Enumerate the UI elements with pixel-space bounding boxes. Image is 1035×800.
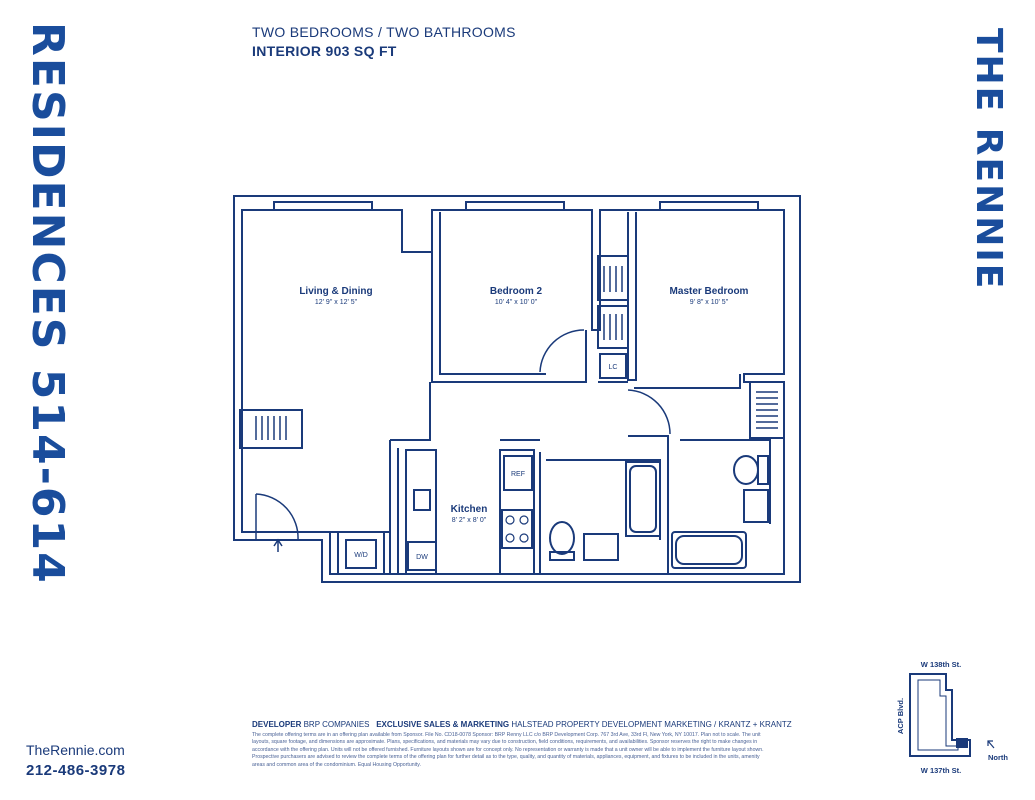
bathtub [625,461,661,537]
building-footprint [909,673,971,757]
kitchen-counter [499,449,535,575]
sink [743,489,769,523]
key-map: W 138th St. W 137th St. ACP Blvd. North [896,660,1008,775]
credits-line: DEVELOPER BRP COMPANIES EXCLUSIVE SALES … [252,720,792,729]
toilet [549,521,575,555]
bedroom2-wall [431,212,587,383]
entry-arrow [273,538,283,552]
master-bedroom-dims: 9' 8" x 10' 5" [690,299,729,306]
bed-bath-summary: TWO BEDROOMS / TWO BATHROOMS [252,24,516,40]
sales-label: EXCLUSIVE SALES & MARKETING [376,720,510,729]
master-door [627,389,671,435]
closet [597,305,629,349]
window [273,201,373,211]
closet-shelving [255,266,778,440]
washer-dryer-label: W/D [354,552,368,559]
unit-location-marker [956,738,968,748]
living-room-dims: 12' 9" x 12' 5" [315,299,358,306]
closet [597,255,629,301]
north-label: North [988,753,1008,762]
living-room-label: Living & Dining [299,286,372,297]
stove-burners [505,515,529,543]
legal-disclaimer: The complete offering terms are in an of… [252,732,764,768]
developer-name: BRP COMPANIES [303,720,370,729]
west-street-label: ACP Blvd. [896,698,905,734]
bedroom2-dims: 10' 4" x 10' 0" [495,299,538,306]
developer-label: DEVELOPER [252,720,302,729]
range [501,509,533,549]
north-arrow-icon [987,740,995,749]
bathtub [671,531,747,569]
bedroom2-door [539,329,585,373]
refrigerator-label: REF [511,471,525,478]
website-link[interactable]: TheRennie.com [26,742,125,758]
master-closet [749,381,785,439]
kitchen-label: Kitchen [451,504,488,515]
window [659,201,759,211]
sales-name: HALSTEAD PROPERTY DEVELOPMENT MARKETING … [511,720,792,729]
bedroom2-label: Bedroom 2 [490,286,543,297]
kitchen-counter [405,449,437,575]
south-street-label: W 137th St. [921,766,961,775]
window [465,201,565,211]
exterior-wall-outer [233,195,801,583]
master-bedroom-label: Master Bedroom [670,286,749,297]
building-name: THE RENNIE [968,28,1009,291]
kitchen-sink [413,489,431,511]
north-street-label: W 138th St. [921,660,961,669]
coat-closet [239,409,303,449]
refrigerator [503,455,533,491]
dishwasher-label: DW [416,554,428,561]
linen-closet-label: LC [609,364,618,371]
dishwasher [407,541,437,571]
kitchen-dims: 8' 2" x 8' 0" [452,517,487,524]
residence-label: RESIDENCES 514-614 [22,22,73,585]
exterior-wall-inner [241,209,785,575]
entry-door [255,493,299,541]
toilet [733,455,759,485]
linen-closet [599,353,627,379]
sink [583,533,619,561]
interior-area: INTERIOR 903 SQ FT [252,43,397,59]
phone-number[interactable]: 212-486-3978 [26,762,126,779]
